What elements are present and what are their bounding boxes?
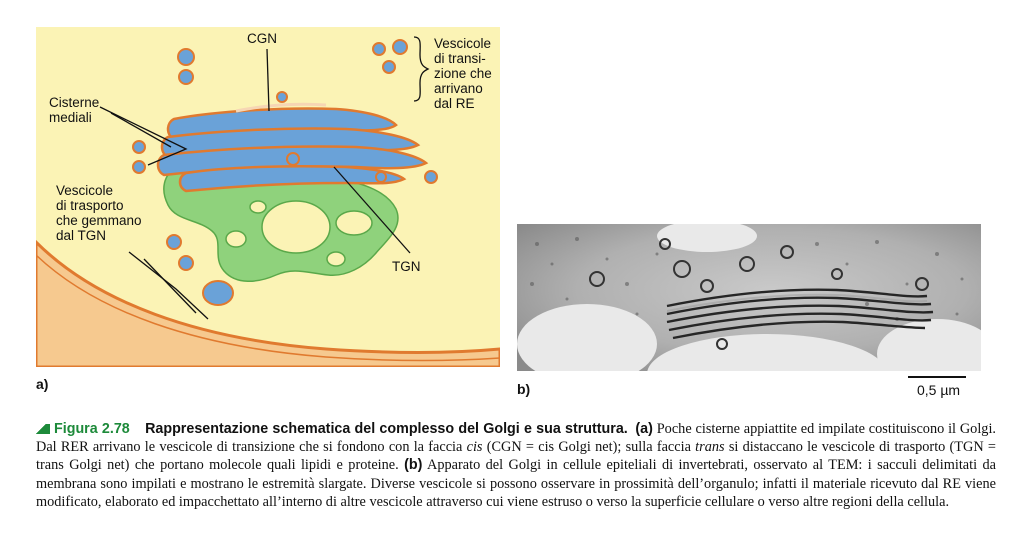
label-transport-vesicles: Vescicole di trasporto che gemmano dal T…: [56, 183, 142, 243]
scale-bar: [908, 376, 966, 378]
tgn-holes: [225, 200, 373, 267]
caption-part-b-tag: (b): [404, 457, 423, 474]
label-transition-vesicles: Vescicole di transi- zione che arrivano …: [434, 36, 492, 111]
scale-bar-label: 0,5 µm: [917, 382, 961, 398]
caption-trans: trans: [695, 439, 725, 456]
caption-part-a-1: Poche cisterne appiattite ed impilate co…: [36, 421, 996, 456]
cell-membrane-inner: [36, 254, 500, 362]
tem-image-svg: [517, 224, 981, 371]
caption-part-a-2: (CGN = cis Golgi net); sulla faccia: [482, 439, 696, 456]
label-tgn: TGN: [392, 259, 421, 274]
cell-membrane-band: [36, 239, 500, 367]
label-medial-cisternae: Cisterne mediali: [49, 95, 100, 125]
figure-label: Figura 2.78: [54, 421, 130, 437]
caption-part-a-3: si distaccano le vescicole di trasporto …: [36, 439, 996, 474]
label-leader-lines: [99, 36, 430, 320]
vesicles: [132, 39, 438, 306]
tem-cisternae: [666, 288, 934, 340]
caption-part-b: Apparato del Golgi in cellule epiteliali…: [36, 457, 996, 510]
golgi-schematic-svg: [36, 27, 500, 367]
golgi-diagram: CGN Vescicole di transi- zione che arriv…: [36, 27, 500, 367]
figure-marker-icon: [36, 424, 50, 434]
caption-part-a-tag: (a): [635, 421, 653, 437]
tem-light-regions: [517, 224, 981, 371]
tem-granules: [530, 237, 964, 321]
caption-cis: cis: [466, 439, 483, 456]
tem-cisternae-lumen: [667, 293, 927, 312]
panel-a-tag: a): [36, 376, 49, 392]
panel-b-tag: b): [517, 381, 531, 397]
cisternae-stack: [156, 102, 429, 193]
figure-title: Rappresentazione schematica del compless…: [145, 421, 628, 437]
tem-vesicles: [589, 238, 929, 350]
label-cgn: CGN: [247, 31, 277, 46]
tem-micrograph: [517, 224, 981, 371]
figure-caption: Figura 2.78 Rappresentazione schematica …: [36, 420, 996, 511]
